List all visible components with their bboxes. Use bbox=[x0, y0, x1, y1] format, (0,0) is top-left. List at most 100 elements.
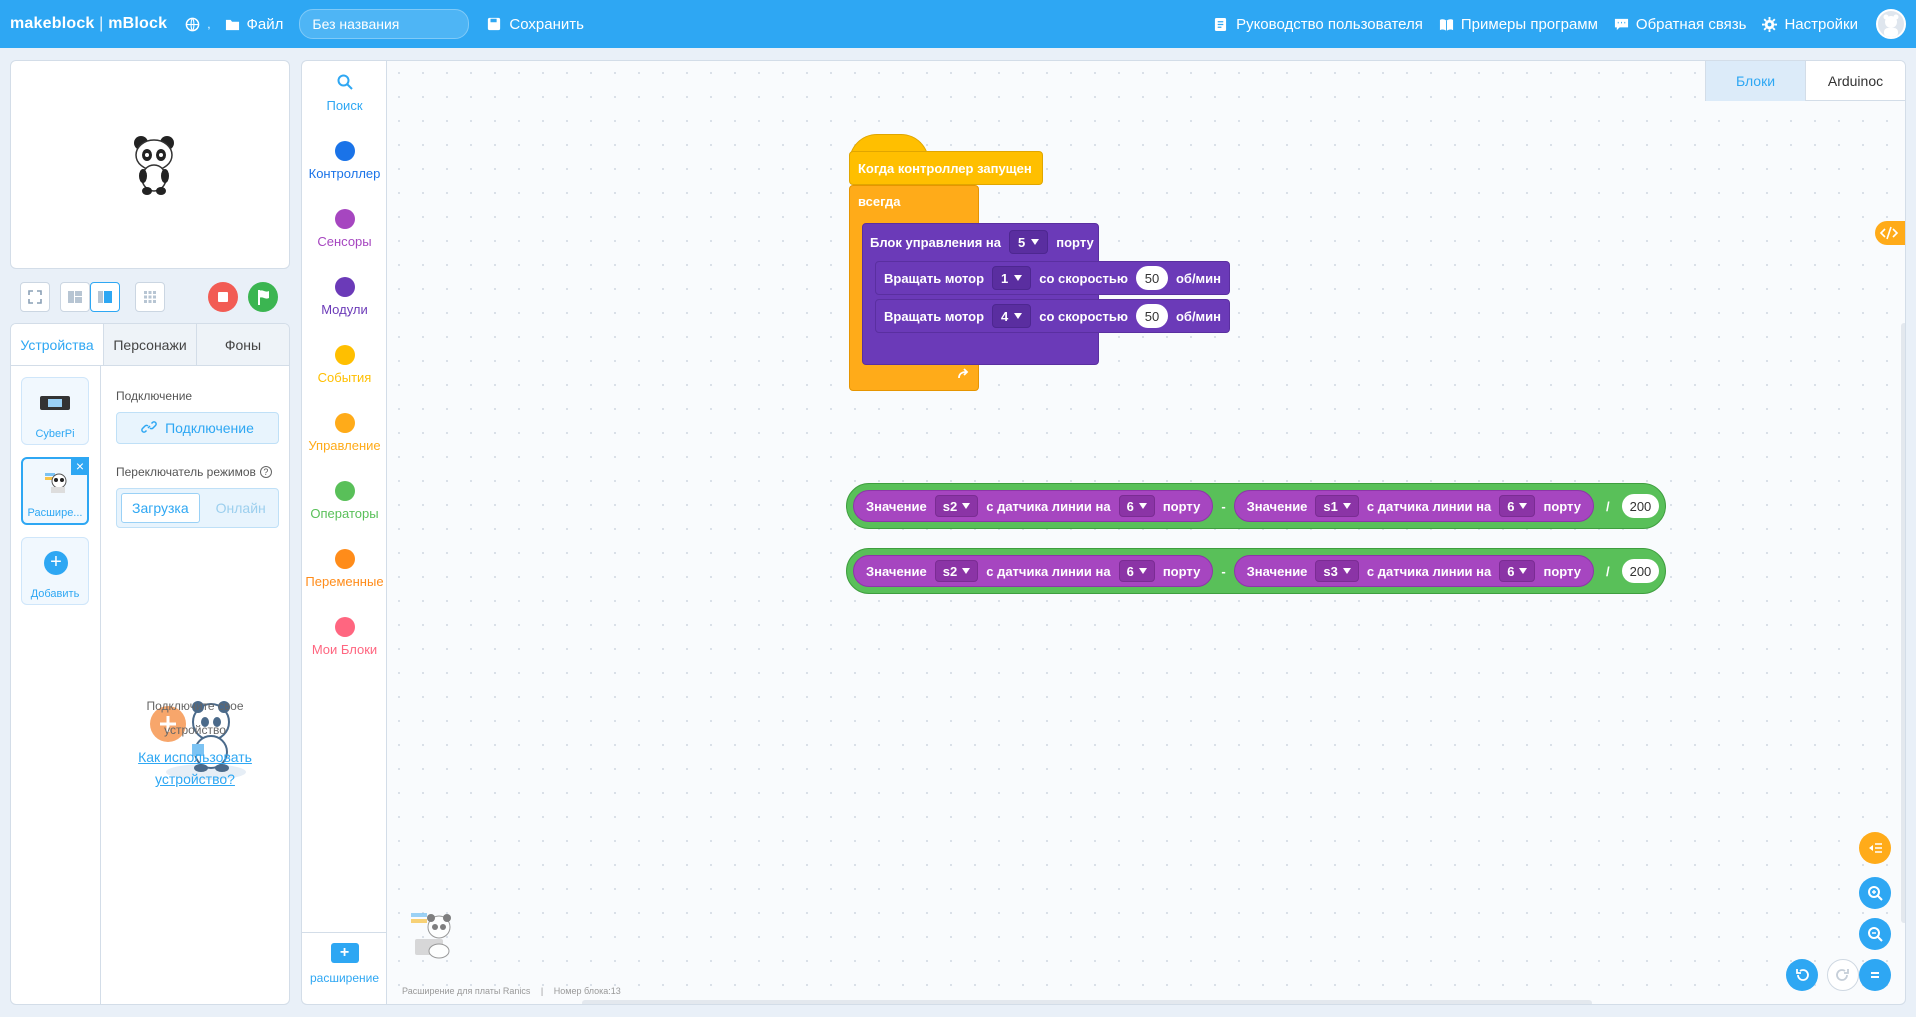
divide-operator: / bbox=[1605, 563, 1610, 579]
controller-dot-icon bbox=[334, 141, 355, 161]
line-sensor-reporter-1b[interactable]: Значение s1 с датчика линии на 6 порту bbox=[1233, 490, 1594, 522]
block-list-button[interactable] bbox=[1859, 832, 1891, 864]
add-device-button[interactable]: + Добавить bbox=[21, 537, 89, 605]
connection-area: Подключение Подключение Переключатель ре… bbox=[116, 366, 279, 528]
panda-sprite[interactable] bbox=[129, 133, 179, 202]
divide-expression-2[interactable]: Значение s2 с датчика линии на 6 порту -… bbox=[846, 548, 1667, 594]
sensor-dropdown[interactable]: s2 bbox=[934, 495, 979, 517]
control-block-header: Блок управления на 5 порту bbox=[862, 223, 1102, 261]
code-view-tabs: Блоки Arduinoc bbox=[1705, 61, 1905, 101]
motor-dropdown-1[interactable]: 1 bbox=[992, 266, 1032, 290]
vertical-scrollbar[interactable] bbox=[1901, 323, 1905, 923]
horizontal-scrollbar[interactable] bbox=[582, 1000, 1592, 1004]
operators-dot-icon bbox=[334, 481, 355, 501]
folder-icon bbox=[225, 17, 240, 32]
small-stage-button[interactable] bbox=[60, 282, 90, 312]
user-guide-link[interactable]: Руководство пользователя bbox=[1214, 16, 1423, 33]
divisor-input-2[interactable]: 200 bbox=[1621, 559, 1660, 583]
green-flag-button[interactable] bbox=[248, 282, 278, 312]
speed-input-1[interactable]: 50 bbox=[1135, 266, 1168, 290]
line-sensor-reporter-2b[interactable]: Значение s3 с датчика линии на 6 порту bbox=[1233, 555, 1594, 587]
line-sensor-reporter-2a[interactable]: Значение s2 с датчика линии на 6 порту bbox=[853, 555, 1214, 587]
port-dropdown[interactable]: 6 bbox=[1118, 495, 1155, 517]
connection-heading: Подключение bbox=[116, 389, 193, 403]
category-events[interactable]: События bbox=[302, 345, 387, 385]
app-logo[interactable]: makeblock | mBlock bbox=[10, 15, 168, 32]
add-extension-button[interactable]: + расширение bbox=[302, 932, 387, 1004]
sensor-dropdown[interactable]: s3 bbox=[1315, 560, 1359, 582]
tab-backdrops[interactable]: Фоны bbox=[224, 336, 262, 353]
remove-device-button[interactable]: × bbox=[71, 457, 89, 475]
status-bar: Расширение для платы Ranics | Номер блок… bbox=[402, 986, 621, 996]
language-button[interactable]: , bbox=[185, 17, 211, 32]
sensor-dropdown[interactable]: s2 bbox=[934, 560, 979, 582]
help-icon[interactable]: ? bbox=[259, 466, 272, 478]
project-name-input[interactable]: Без названия bbox=[299, 9, 470, 39]
modules-dot-icon bbox=[334, 277, 355, 297]
port-dropdown[interactable]: 6 bbox=[1499, 495, 1536, 517]
category-modules[interactable]: Модули bbox=[302, 277, 387, 317]
sensor-dropdown[interactable]: s1 bbox=[1315, 495, 1359, 517]
category-operators[interactable]: Операторы bbox=[302, 481, 387, 521]
zoom-reset-button[interactable] bbox=[1859, 959, 1891, 991]
top-menu-bar: makeblock | mBlock , Файл Без названия С… bbox=[0, 0, 1916, 48]
save-button[interactable]: Сохранить bbox=[487, 16, 584, 33]
stop-button[interactable] bbox=[208, 282, 238, 312]
port-dropdown[interactable]: 6 bbox=[1499, 560, 1536, 582]
when-controller-starts-block[interactable]: Когда контроллер запущен bbox=[849, 151, 1043, 185]
tab-arduino-code[interactable]: Arduinoc bbox=[1805, 61, 1905, 101]
tab-blocks[interactable]: Блоки bbox=[1705, 61, 1805, 101]
rotate-motor-block-1[interactable]: Вращать мотор 1 со скоростью 50 об/мин bbox=[875, 261, 1231, 295]
line-sensor-reporter-1a[interactable]: Значение s2 с датчика линии на 6 порту bbox=[853, 490, 1214, 522]
connect-button[interactable]: Подключение bbox=[116, 412, 279, 444]
stage-preview[interactable] bbox=[10, 60, 290, 269]
category-my-blocks[interactable]: Мои Блоки bbox=[302, 617, 387, 657]
tab-devices[interactable]: Устройства bbox=[11, 324, 104, 365]
gear-icon bbox=[1762, 16, 1778, 32]
port-dropdown[interactable]: 5 bbox=[1009, 230, 1049, 254]
grid-view-button[interactable] bbox=[135, 282, 165, 312]
dropdown-arrow-icon bbox=[1519, 503, 1528, 509]
mode-live-button[interactable]: Онлайн bbox=[215, 500, 266, 516]
category-search[interactable]: Поиск bbox=[302, 73, 387, 113]
category-controller[interactable]: Контроллер bbox=[302, 141, 387, 181]
category-sensors[interactable]: Сенсоры bbox=[302, 209, 387, 249]
normal-stage-button[interactable] bbox=[90, 282, 120, 312]
settings-button[interactable]: Настройки bbox=[1762, 16, 1858, 33]
device-card-extension[interactable]: Расшире... × bbox=[21, 457, 89, 525]
stage-controls bbox=[10, 280, 290, 314]
category-control[interactable]: Управление bbox=[302, 413, 387, 453]
device-card-cyberpi[interactable]: CyberPi bbox=[21, 377, 89, 445]
fullscreen-button[interactable] bbox=[20, 282, 50, 312]
zoom-out-button[interactable] bbox=[1859, 918, 1891, 950]
script-workspace[interactable]: Блоки Arduinoc Когда контроллер запущен … bbox=[386, 60, 1906, 1005]
plus-icon: + bbox=[44, 551, 68, 575]
feedback-link[interactable]: Обратная связь bbox=[1614, 16, 1746, 33]
mode-upload-button[interactable]: Загрузка bbox=[121, 493, 200, 523]
undo-button[interactable] bbox=[1786, 959, 1818, 991]
rotate-motor-block-2[interactable]: Вращать мотор 4 со скоростью 50 об/мин bbox=[875, 299, 1231, 333]
mode-switch: Загрузка Онлайн bbox=[116, 488, 279, 528]
code-panel-toggle[interactable] bbox=[1875, 221, 1905, 245]
redo-button[interactable] bbox=[1827, 959, 1859, 991]
how-to-use-link[interactable]: Как использовать устройство? bbox=[138, 749, 252, 787]
variables-dot-icon bbox=[334, 549, 355, 569]
dropdown-arrow-icon bbox=[1014, 275, 1023, 281]
sprite-tabs: Устройства Персонажи Фоны bbox=[11, 324, 289, 366]
zoom-in-button[interactable] bbox=[1859, 877, 1891, 909]
user-avatar[interactable] bbox=[1876, 9, 1906, 39]
speed-input-2[interactable]: 50 bbox=[1135, 304, 1168, 328]
tab-sprites[interactable]: Персонажи bbox=[104, 324, 197, 365]
dropdown-arrow-icon bbox=[1138, 503, 1147, 509]
category-variables[interactable]: Переменные bbox=[302, 549, 387, 589]
dropdown-arrow-icon bbox=[1342, 568, 1351, 574]
file-menu[interactable]: Файл bbox=[225, 16, 283, 33]
port-dropdown[interactable]: 6 bbox=[1118, 560, 1155, 582]
motor-dropdown-2[interactable]: 4 bbox=[992, 304, 1032, 328]
divide-expression-1[interactable]: Значение s2 с датчика линии на 6 порту -… bbox=[846, 483, 1667, 529]
dropdown-arrow-icon bbox=[1519, 568, 1528, 574]
examples-link[interactable]: Примеры программ bbox=[1439, 16, 1598, 33]
cyberpi-icon bbox=[40, 396, 70, 410]
panda-device-icon bbox=[43, 469, 69, 498]
divisor-input-1[interactable]: 200 bbox=[1621, 494, 1660, 518]
